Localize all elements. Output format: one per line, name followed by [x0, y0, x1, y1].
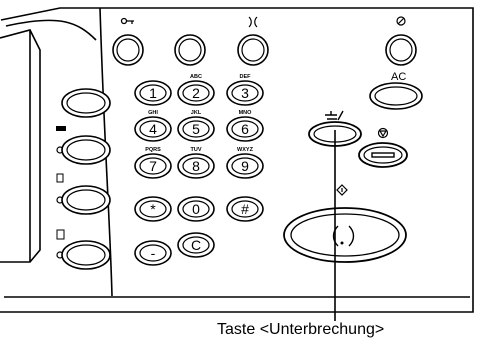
- interrupt-icon: [325, 110, 344, 121]
- key-4-letters: GHI: [148, 110, 158, 116]
- ac-label: AC: [391, 71, 406, 83]
- key-1-label: 1: [149, 85, 157, 101]
- features-button[interactable]: [56, 135, 111, 165]
- key-star-button[interactable]: *: [134, 196, 172, 222]
- all-clear-button[interactable]: [369, 82, 423, 110]
- key-8-letters: TUV: [191, 147, 202, 153]
- start-button[interactable]: [283, 207, 407, 263]
- key-2-button[interactable]: 2 ABC: [177, 74, 215, 106]
- touch-screen-edge: [0, 29, 41, 263]
- language-button[interactable]: [237, 34, 269, 66]
- key-7-button[interactable]: 7 PQRS: [134, 147, 172, 179]
- key-0-label: 0: [192, 201, 200, 217]
- key-5-letters: JKL: [191, 110, 202, 116]
- features-icon: [56, 126, 66, 131]
- key-7-letters: PQRS: [145, 147, 161, 153]
- login-logout-button[interactable]: [112, 34, 144, 66]
- key-dial-pause-button[interactable]: -: [134, 240, 172, 266]
- key-5-label: 5: [192, 121, 200, 137]
- key-9-label: 9: [241, 158, 249, 174]
- key-4-button[interactable]: 4 GHI: [134, 110, 172, 142]
- key-clear-label: C: [191, 237, 201, 253]
- panel-outline: [0, 7, 474, 313]
- machine-status-icon: [56, 229, 65, 240]
- services-button[interactable]: [61, 88, 111, 118]
- interrupt-button-caption: Taste <Unterbrechung>: [217, 321, 385, 338]
- key-star-label: *: [150, 201, 156, 217]
- help-button[interactable]: [174, 34, 206, 66]
- key-2-letters: ABC: [190, 74, 202, 80]
- power-saver-icon: [396, 16, 406, 26]
- key-3-button[interactable]: 3 DEF: [226, 74, 264, 106]
- start-icon: [336, 184, 348, 196]
- machine-status-button[interactable]: [56, 240, 111, 270]
- key-hash-label: #: [241, 201, 249, 217]
- key-8-button[interactable]: 8 TUV: [177, 147, 215, 179]
- stop-button[interactable]: [358, 142, 408, 168]
- key-2-label: 2: [192, 85, 200, 101]
- left-buttons: [56, 88, 111, 270]
- key-3-label: 3: [241, 85, 249, 101]
- job-status-icon: [56, 173, 64, 183]
- key-8-label: 8: [192, 158, 200, 174]
- key-clear-button[interactable]: C: [177, 232, 215, 258]
- job-status-button[interactable]: [56, 185, 111, 215]
- key-6-letters: MNO: [239, 110, 253, 116]
- key-6-label: 6: [241, 121, 249, 137]
- power-saver-button[interactable]: [385, 34, 417, 66]
- key-6-button[interactable]: 6 MNO: [226, 110, 264, 142]
- numeric-keypad: 1 2 ABC 3 DEF 4 GHI 5 JKL 6 MNO 7 PQRS 8 TUV 9 WXYZ * 0 # - C: [134, 74, 264, 266]
- key-4-label: 4: [149, 121, 157, 137]
- key-1-button[interactable]: 1: [134, 80, 172, 106]
- key-0-button[interactable]: 0: [177, 196, 215, 222]
- key-dial-pause-label: -: [151, 245, 156, 261]
- stop-icon: [377, 127, 389, 139]
- key-9-button[interactable]: 9 WXYZ: [226, 147, 264, 179]
- key-5-button[interactable]: 5 JKL: [177, 110, 215, 142]
- key-9-letters: WXYZ: [237, 147, 254, 153]
- key-icon: [120, 17, 134, 25]
- key-7-label: 7: [149, 158, 157, 174]
- top-buttons: [112, 16, 417, 66]
- key-3-letters: DEF: [240, 74, 252, 80]
- language-icon: [248, 16, 258, 28]
- key-hash-button[interactable]: #: [226, 196, 264, 222]
